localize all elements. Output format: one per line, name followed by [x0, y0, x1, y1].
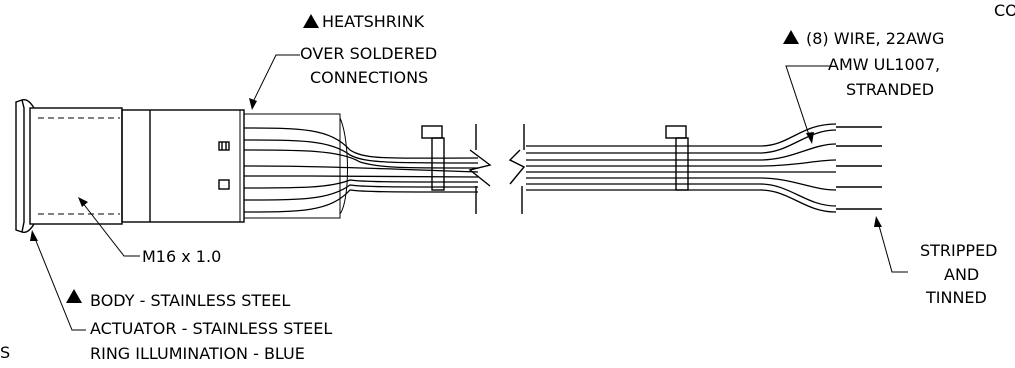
thread-label: M16 x 1.0	[142, 247, 221, 266]
leader-materials	[30, 230, 86, 331]
materials-line-3: RING ILLUMINATION - BLUE	[90, 344, 305, 363]
triangle-icon	[66, 289, 82, 303]
heatshrink-line-3: CONNECTIONS	[310, 68, 428, 87]
stripped-line-1: STRIPPED	[920, 241, 998, 260]
wire-line-1: (8) WIRE, 22AWG	[806, 29, 944, 48]
break-symbol-left	[468, 149, 492, 187]
wire-line-2: AMW UL1007,	[828, 55, 940, 74]
stripped-line-2: AND	[944, 265, 979, 284]
stripped-line-3: TINNED	[925, 288, 987, 307]
partial-label-top-right: CO	[994, 1, 1015, 20]
heatshrink-line-2: OVER SOLDERED	[300, 44, 437, 63]
wire-bundle-right	[526, 123, 882, 213]
break-symbol-right	[508, 149, 526, 185]
leader-heatshrink	[249, 54, 300, 110]
triangle-icon	[783, 30, 799, 44]
leader-wire	[785, 65, 830, 144]
switch-body	[15, 98, 245, 234]
leader-thread	[78, 197, 140, 257]
leader-stripped	[874, 216, 908, 273]
wire-bundle-left	[243, 113, 479, 219]
cable-tie-left	[421, 124, 477, 214]
heatshrink-line-1: HEATSHRINK	[322, 12, 425, 31]
materials-line-2: ACTUATOR - STAINLESS STEEL	[90, 319, 332, 338]
triangle-icon	[303, 14, 319, 28]
materials-line-1: BODY - STAINLESS STEEL	[90, 291, 290, 310]
wire-line-3: STRANDED	[846, 80, 934, 99]
partial-label-left: S	[0, 343, 10, 362]
